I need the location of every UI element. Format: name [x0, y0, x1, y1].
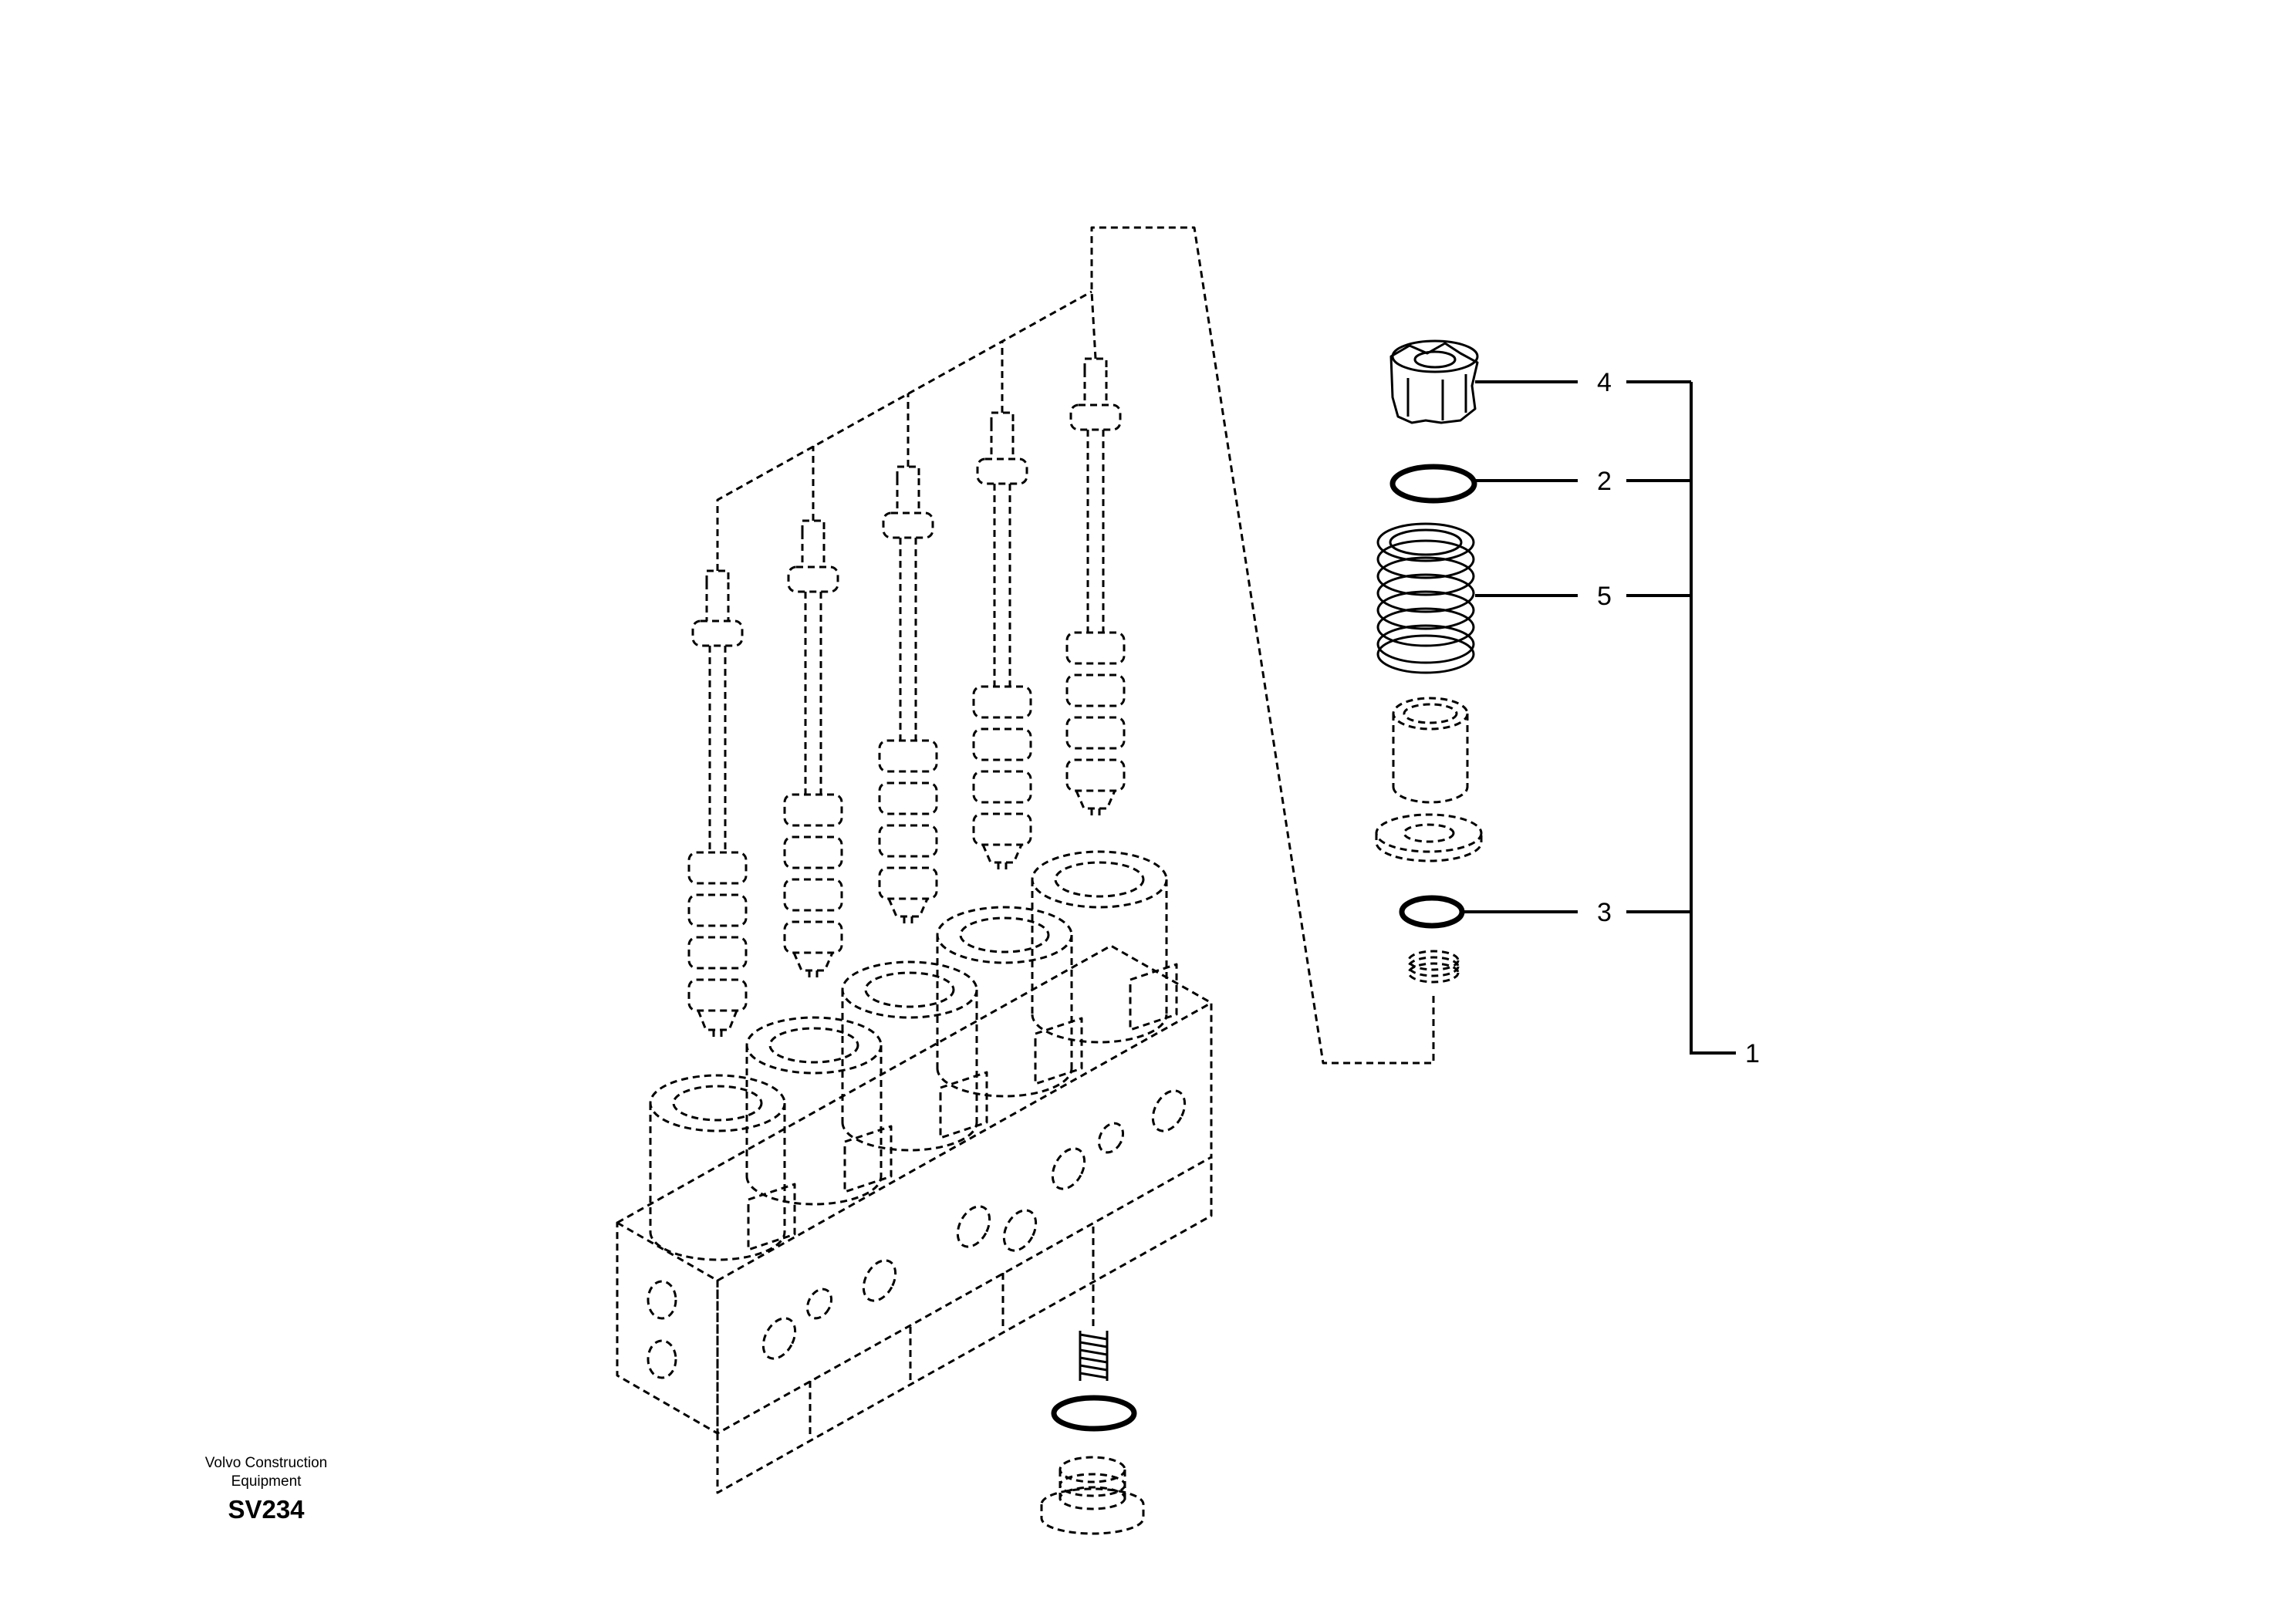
bottom-small-spring — [1079, 1331, 1109, 1381]
cylinder-1 — [649, 1074, 796, 1261]
spool-2 — [783, 519, 843, 981]
spring-part-5 — [1376, 522, 1475, 674]
o-ring-part-2 — [1389, 464, 1477, 504]
spool-5 — [1065, 357, 1126, 819]
bottom-plug — [1040, 1456, 1145, 1535]
callout-5: 5 — [1597, 582, 1612, 611]
cylinder-3 — [841, 960, 988, 1152]
o-ring-part-3 — [1399, 895, 1465, 929]
callout-1: 1 — [1745, 1039, 1760, 1068]
cylinder-4 — [936, 906, 1083, 1098]
spool-3 — [878, 465, 938, 927]
callout-leaders — [1464, 380, 1736, 1055]
spool-4 — [972, 411, 1032, 873]
group-bracket — [1690, 382, 1736, 1055]
cylinder-5 — [1031, 850, 1178, 1044]
spool-1 — [687, 569, 748, 1041]
manufacturer-name-line1: Volvo Construction — [204, 1455, 328, 1471]
group-leader-dashed — [716, 226, 1435, 1065]
cylinder-2 — [745, 1016, 893, 1206]
drawing-code: SV234 — [228, 1495, 305, 1524]
callout-2: 2 — [1597, 467, 1612, 496]
small-seat — [1407, 950, 1460, 984]
manufacturer-footer: Volvo Construction Equipment SV234 — [177, 1454, 355, 1525]
bottom-plug-assembly — [1040, 1227, 1145, 1535]
spring-seat-sleeve — [1392, 697, 1469, 804]
callout-3: 3 — [1597, 898, 1612, 927]
cap-nut-part-4 — [1389, 339, 1479, 424]
manufacturer-name-line2: Equipment — [231, 1473, 302, 1490]
callout-4: 4 — [1597, 368, 1612, 397]
bottom-o-ring — [1051, 1395, 1137, 1432]
washer — [1375, 813, 1483, 862]
valve-block — [616, 944, 1213, 1494]
